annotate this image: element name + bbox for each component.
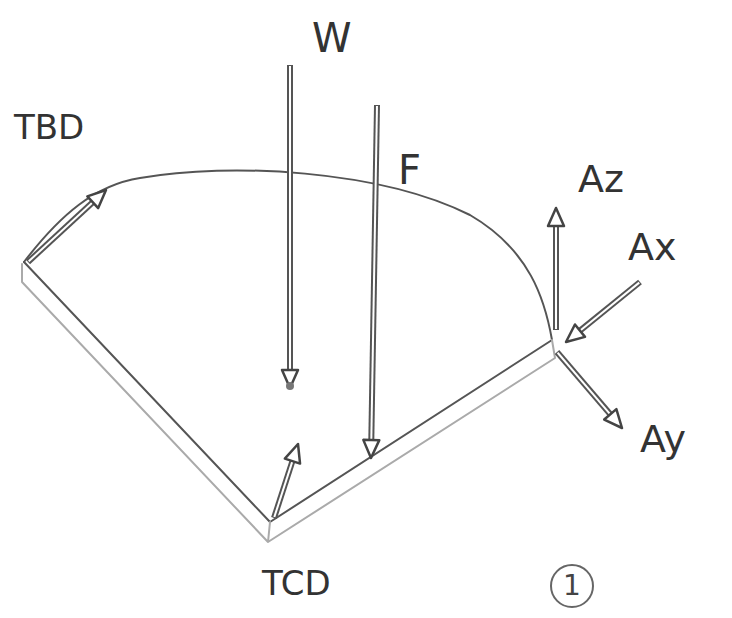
circled-number: 1 bbox=[549, 563, 595, 609]
tension-bd-arrow bbox=[28, 190, 106, 262]
arrow-head bbox=[548, 208, 564, 226]
arrow-shaft bbox=[553, 226, 559, 330]
circle-outline-shape bbox=[551, 565, 593, 607]
arrow-shaft-inner bbox=[580, 283, 639, 331]
reaction-label: Ay bbox=[640, 420, 686, 458]
arrow-shaft bbox=[371, 105, 377, 440]
reaction-label: Az bbox=[578, 160, 624, 198]
force-label: F bbox=[398, 150, 421, 190]
arrow-shaft-inner bbox=[274, 461, 292, 517]
arrow-head bbox=[604, 409, 622, 428]
arrow-shaft bbox=[287, 65, 293, 370]
arrow-shaft-inner bbox=[29, 202, 93, 261]
weight-label: W bbox=[312, 18, 352, 58]
callout-number: 1 bbox=[563, 572, 581, 600]
arrow-shaft-inner bbox=[558, 353, 611, 415]
tension-label: TCD bbox=[262, 566, 331, 600]
reaction-y-arrow bbox=[557, 352, 622, 428]
arrow-head bbox=[87, 190, 106, 208]
reaction-label: Ax bbox=[628, 228, 676, 266]
tension-cd-arrow bbox=[274, 444, 300, 518]
arrow-head bbox=[566, 324, 585, 342]
arrow-shaft bbox=[28, 202, 93, 262]
reaction-x-arrow bbox=[566, 282, 640, 342]
arrow-head bbox=[285, 444, 300, 464]
arrow-shaft-inner bbox=[289, 66, 291, 370]
plate-right-edge bbox=[270, 340, 552, 522]
arrow-shaft-inner bbox=[555, 226, 557, 329]
arrow-shaft bbox=[557, 352, 610, 414]
weight-arrow bbox=[282, 65, 298, 388]
arrow-shaft bbox=[580, 282, 640, 331]
arrow-shaft bbox=[274, 461, 292, 518]
centroid-dot bbox=[286, 382, 294, 390]
reaction-z-arrow bbox=[548, 208, 564, 330]
plate-left-edge bbox=[24, 262, 270, 522]
tension-label: TBD bbox=[14, 110, 84, 144]
arrow-shaft-inner bbox=[371, 106, 377, 440]
force-arrow bbox=[363, 105, 379, 458]
arrow-head bbox=[363, 440, 379, 458]
